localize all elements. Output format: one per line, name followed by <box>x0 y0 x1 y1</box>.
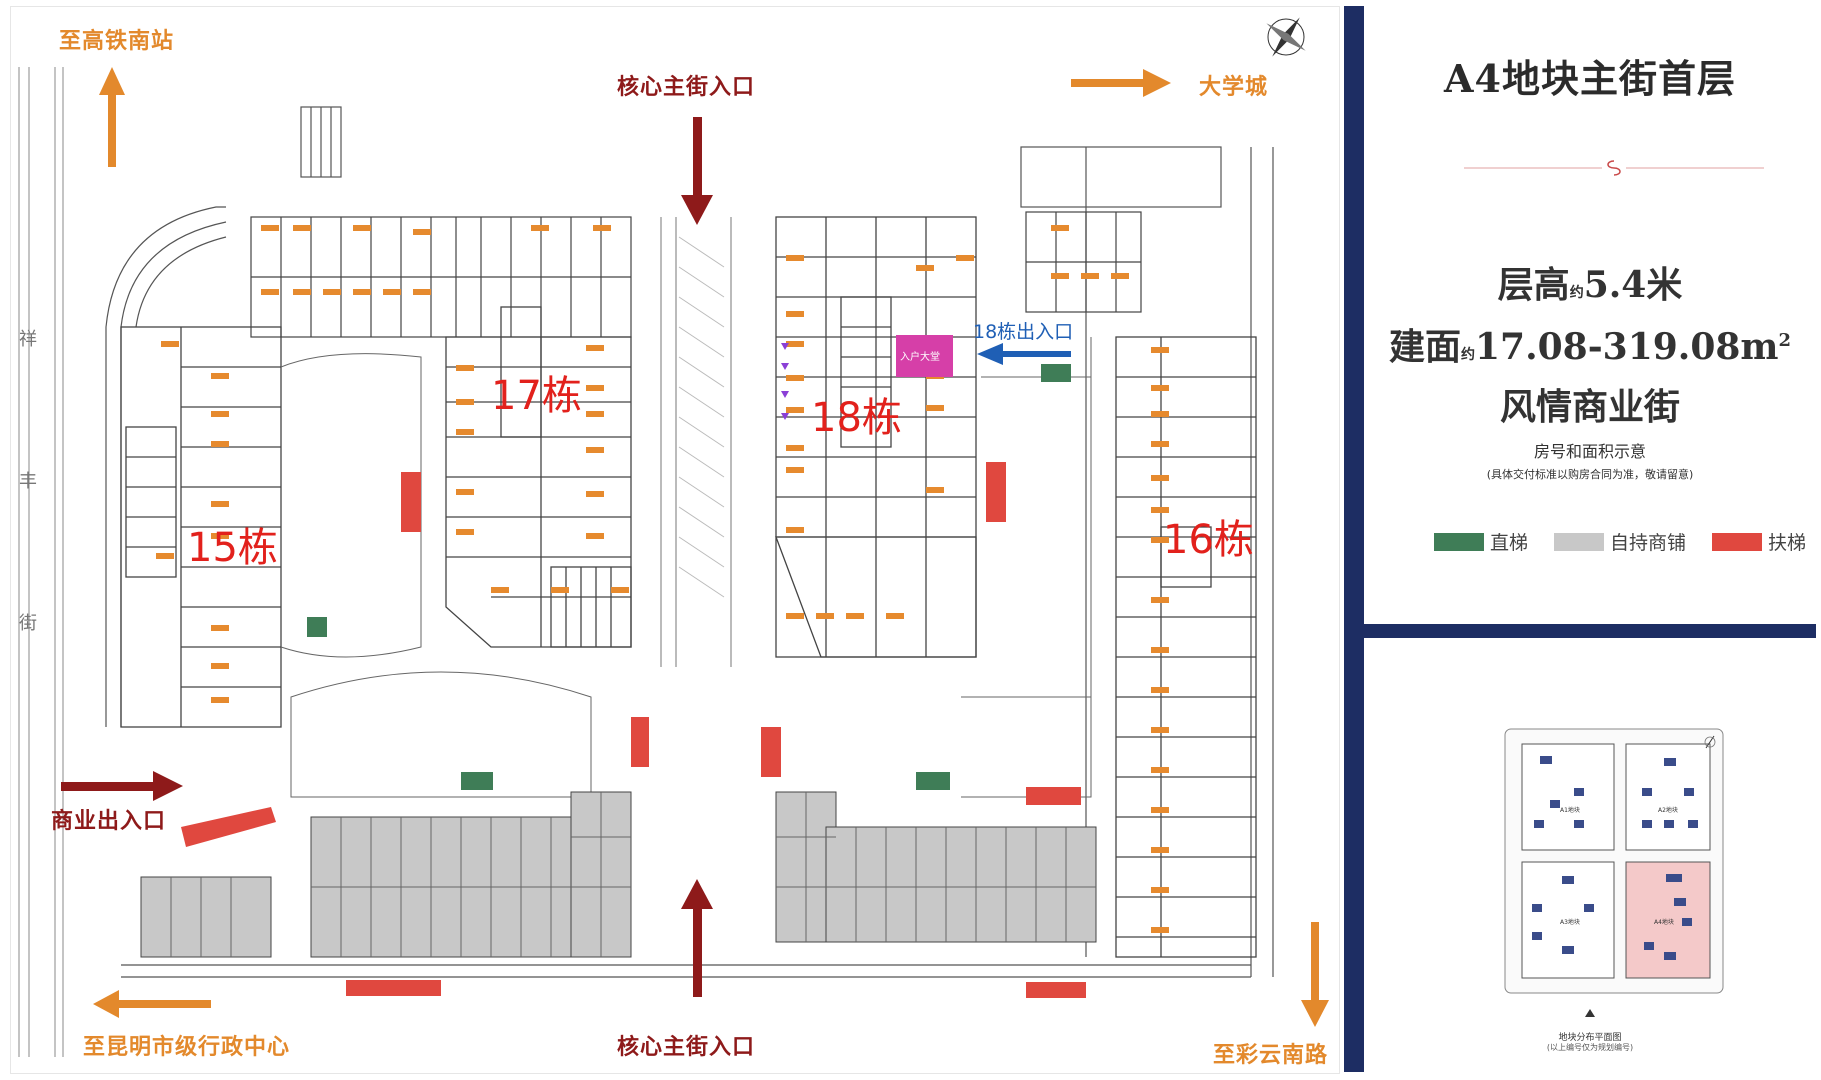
core-entrance-top-label: 核心主街入口 <box>617 75 756 100</box>
legend-escalator: 扶梯 <box>1712 528 1806 555</box>
legend-label-elevator: 直梯 <box>1490 532 1529 554</box>
street-char-2: 丰 <box>19 471 37 492</box>
street-char-1: 祥 <box>19 329 37 350</box>
building-17-label: 17栋 <box>491 373 582 419</box>
top-row-shops <box>250 216 632 338</box>
building-16-outline <box>1115 336 1257 958</box>
info-panel: A4地块主街首层 层高约5.4米 建面约17.08-319.08m2 风情商业街… <box>1364 6 1816 624</box>
core-entrance-bottom-label: 核心主街入口 <box>617 1035 756 1060</box>
floor-height: 层高约5.4米 <box>1364 256 1816 308</box>
note-detail: (具体交付标准以购房合同为准，敬请留意) <box>1486 468 1694 481</box>
entrance-lobby-label: 入户大堂 <box>900 352 940 363</box>
legend-label-escalator: 扶梯 <box>1768 532 1807 554</box>
entrance-lobby-box <box>896 335 953 377</box>
floor-height-value: 5.4米 <box>1583 264 1683 306</box>
legend-swatch-self-held <box>1554 532 1605 551</box>
building-18-outline <box>775 216 977 658</box>
building-15-outline <box>120 326 282 728</box>
approx-mark-1: 约 <box>1569 285 1584 301</box>
elevators <box>307 364 1071 790</box>
building-18-label: 18栋 <box>811 395 902 441</box>
area-unit-superscript: 2 <box>1778 330 1792 351</box>
minimap-caption: 地块分布平面图 <box>1558 1033 1622 1043</box>
direction-kunming-admin: 至昆明市级行政中心 <box>83 1035 291 1060</box>
legend-self-held: 自持商铺 <box>1554 528 1686 555</box>
legend: 直梯 自持商铺 扶梯 <box>1434 528 1806 555</box>
direction-hsr-south: 至高铁南站 <box>59 29 175 54</box>
page-title: A4地块主街首层 <box>1444 56 1736 101</box>
direction-arrows <box>93 67 1329 1027</box>
b18-exit-label: 18栋出入口 <box>973 321 1074 343</box>
floor-height-label: 层高 <box>1497 264 1570 306</box>
escalators <box>181 462 1086 998</box>
minimap-label-a4: A4地块 <box>1654 918 1674 926</box>
minimap-label-a3: A3地块 <box>1560 918 1580 926</box>
self-held-shops-bottom-left <box>140 791 632 958</box>
approx-mark-2: 约 <box>1460 347 1475 363</box>
floor-plan: 至高铁南站 大学城 至昆明市级行政中心 至彩云南路 核心主街入口 核心主街入口 … <box>10 6 1340 1074</box>
caption-triangle-icon <box>1585 1009 1595 1017</box>
direction-university-city: 大学城 <box>1199 75 1269 100</box>
entrance-markers <box>781 343 789 420</box>
building-16-label: 16栋 <box>1163 517 1254 563</box>
floor-plan-drawing <box>18 17 1329 1057</box>
title-ornament <box>1464 160 1764 176</box>
navy-band <box>1364 624 1816 638</box>
b18-exit-arrow <box>977 343 1071 365</box>
minimap-panel: A1地块 A2地块 A3地块 A4地块 地块分布平面图 (以上编号仅为规划编号) <box>1364 638 1816 1072</box>
street-char-3: 街 <box>19 613 37 634</box>
floor-area-label: 建面 <box>1388 326 1461 368</box>
commercial-entrance-label: 商业出入口 <box>51 809 167 834</box>
minimap-caption-note: (以上编号仅为规划编号) <box>1546 1043 1634 1052</box>
central-main-street <box>660 217 732 667</box>
floor-area: 建面约17.08-319.08m2 <box>1364 318 1816 370</box>
legend-label-self-held: 自持商铺 <box>1610 532 1687 554</box>
plaza-outline <box>280 337 1092 798</box>
building-17-outline <box>445 306 632 648</box>
direction-caiyun-south-rd: 至彩云南路 <box>1213 1043 1329 1068</box>
legend-swatch-elevator <box>1434 532 1484 551</box>
minimap-label-a1: A1地块 <box>1560 806 1580 814</box>
xiangfeng-street-lines <box>18 67 64 1057</box>
floor-area-value: 17.08-319.08m <box>1474 326 1779 368</box>
core-entrance-arrows <box>61 117 713 997</box>
minimap-compass-icon <box>1704 735 1716 749</box>
compass-icon <box>1266 17 1306 57</box>
note-title: 房号和面积示意 <box>1533 442 1646 461</box>
legend-swatch-escalator <box>1712 532 1763 551</box>
site-minimap: A1地块 A2地块 A3地块 A4地块 <box>1504 728 1724 994</box>
self-held-shops-bottom-right <box>775 791 1097 943</box>
minimap-label-a2: A2地块 <box>1658 806 1678 814</box>
category-label: 风情商业街 <box>1499 386 1680 428</box>
navy-divider <box>1344 6 1364 1072</box>
legend-elevator: 直梯 <box>1434 528 1528 555</box>
building-15-label: 15栋 <box>187 525 278 571</box>
top-right-shops <box>1025 211 1142 313</box>
